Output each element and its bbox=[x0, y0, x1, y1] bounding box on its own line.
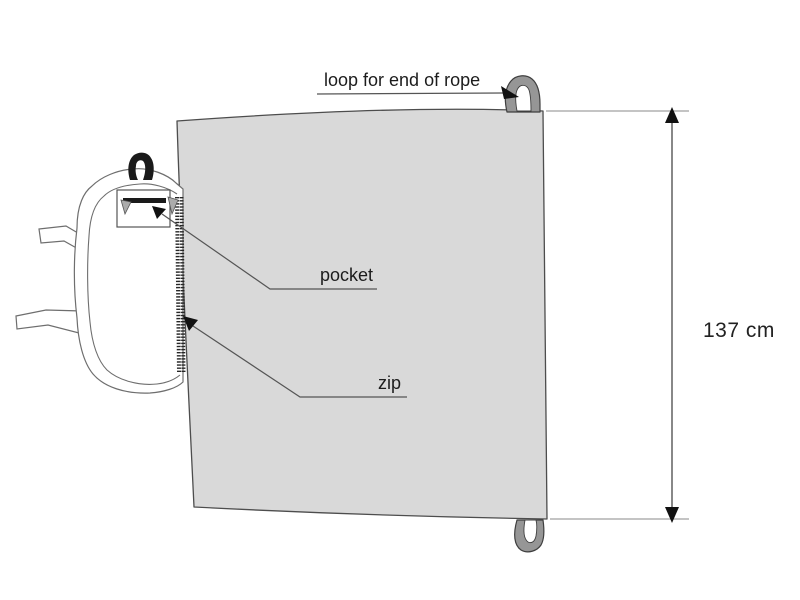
rope-loop-top-hole bbox=[515, 84, 532, 112]
pocket-arrowhead-icon bbox=[152, 206, 166, 219]
height-dimension-label: 137 cm bbox=[703, 319, 775, 342]
zip-arrowhead-icon bbox=[183, 316, 198, 331]
backpack-inner-seam bbox=[87, 183, 181, 385]
zip-teeth-left bbox=[175, 196, 181, 373]
rope-loop-label: loop for end of rope bbox=[324, 70, 480, 90]
pocket-leader-line bbox=[161, 213, 377, 290]
rope-loop-bottom-hole bbox=[523, 519, 538, 544]
pocket-flap-right bbox=[167, 196, 179, 216]
dimension-arrow-up-icon bbox=[665, 107, 679, 123]
rope-loop-arrowhead-icon bbox=[501, 86, 519, 99]
dimension-arrow-down-icon bbox=[665, 507, 679, 523]
tarp-sheet bbox=[176, 108, 548, 520]
zip-teeth-right bbox=[179, 196, 186, 373]
zip-leader-line bbox=[189, 323, 407, 398]
pocket-label: pocket bbox=[320, 265, 373, 285]
rope-loop-leader-line bbox=[316, 92, 504, 95]
zip-label: zip bbox=[378, 373, 401, 393]
backpack-handle bbox=[128, 152, 154, 180]
pocket-flap-left bbox=[120, 199, 132, 216]
pocket-zip-bar bbox=[123, 198, 166, 203]
backpack-strap-bottom bbox=[15, 309, 83, 334]
